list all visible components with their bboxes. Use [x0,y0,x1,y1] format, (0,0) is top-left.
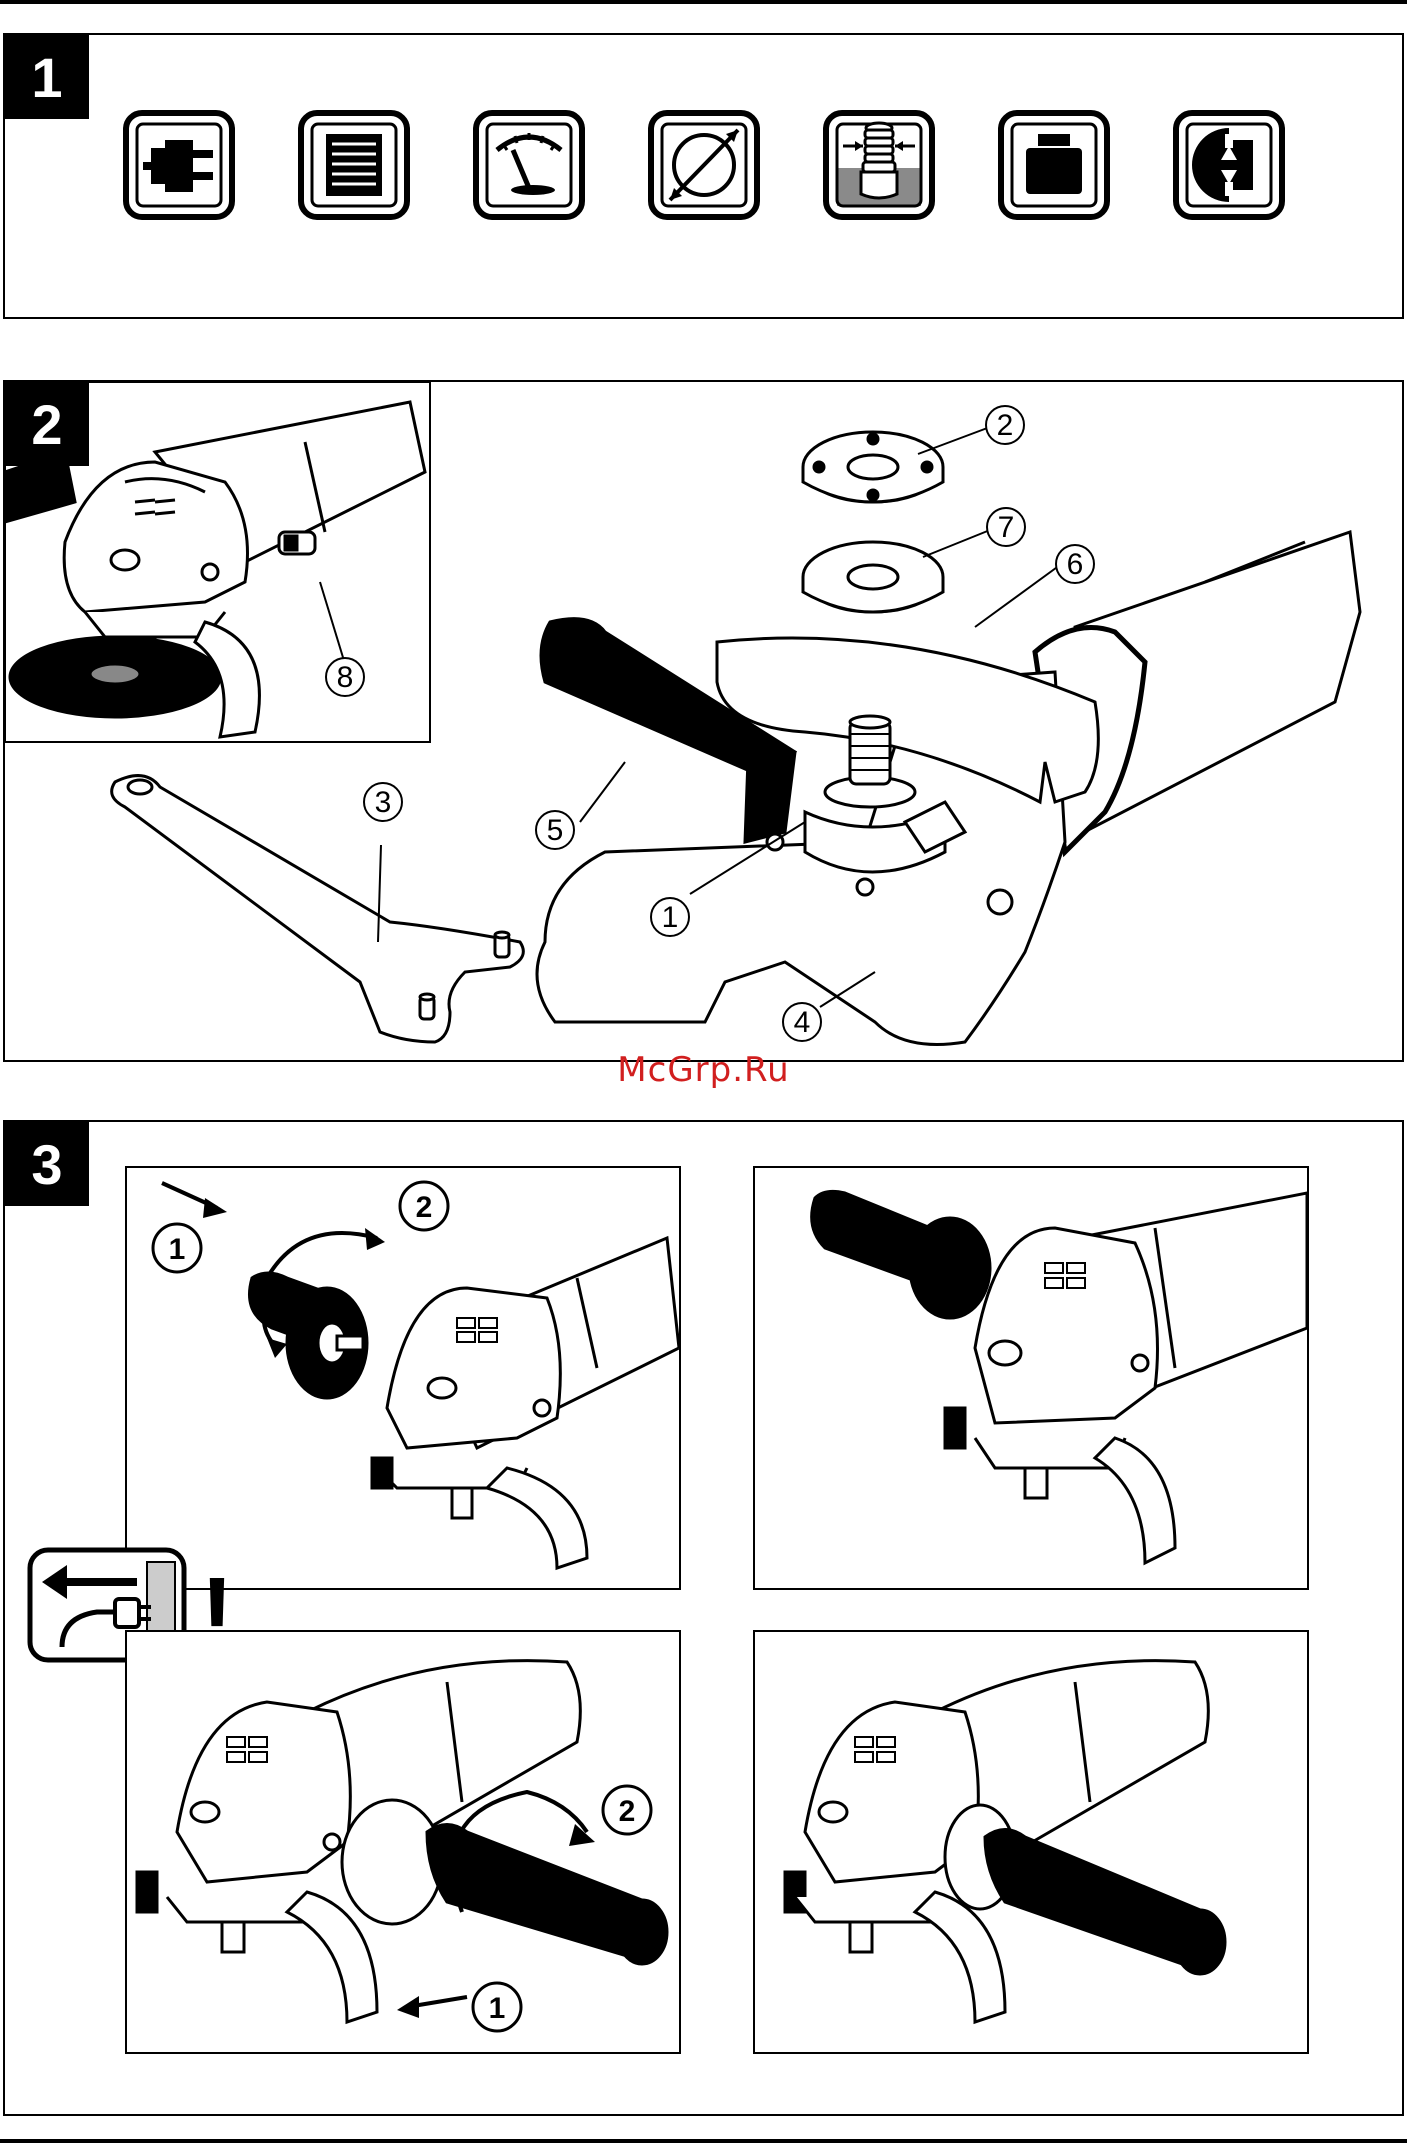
callout-1: 1 [651,898,689,936]
step-handle-removed [753,1166,1309,1590]
callout-3: 3 [364,783,402,821]
spanner-wrench [112,776,524,1042]
step-2-marker: 2 [400,1182,448,1230]
callout-8: 8 [326,658,364,696]
svg-text:6: 6 [1067,548,1084,581]
panel-number: 2 [5,382,89,466]
svg-text:2: 2 [619,1795,636,1828]
svg-text:8: 8 [337,661,354,694]
handle-attached-illustration [755,1632,1307,2052]
plug-icon [123,110,235,220]
svg-text:1: 1 [489,1992,506,2025]
panel-1: 1 [3,33,1404,319]
step-remove-handle: 1 2 [125,1166,681,1590]
svg-text:3: 3 [375,786,392,819]
step-attach-handle-other-side: 1 2 [125,1630,681,2054]
step-handle-attached [753,1630,1309,2054]
panel-3: 3 [3,1120,1404,2116]
motor-icon [298,110,410,220]
disc-diameter-icon [648,110,760,220]
weight-icon [998,110,1110,220]
callout-7: 7 [987,508,1025,546]
svg-text:4: 4 [794,1006,811,1039]
speed-gauge-icon [473,110,585,220]
step-1-marker: 1 [473,1983,521,2031]
svg-text:5: 5 [547,814,564,847]
panel-number: 1 [5,35,89,119]
callout-6: 6 [1056,545,1094,583]
step-1-marker: 1 [153,1224,201,1272]
grinder-exploded-diagram: 1 2 3 4 5 6 7 8 [5,382,1406,1064]
callout-5: 5 [536,811,574,849]
top-rule [0,0,1407,4]
attach-handle-illustration: 1 2 [127,1632,679,2052]
panel-2: 1 2 3 4 5 6 7 8 2 [3,380,1404,1062]
svg-text:2: 2 [416,1191,433,1224]
bottom-rule [0,2139,1407,2143]
remove-handle-illustration: 1 2 [127,1168,679,1588]
step-2-marker: 2 [603,1786,651,1834]
protection-class-icon [1173,110,1285,220]
watermark: McGrp.Ru [0,1050,1407,1090]
callout-2: 2 [986,406,1024,444]
svg-text:2: 2 [997,409,1014,442]
spindle-thread-icon [823,110,935,220]
handle-removed-illustration [755,1168,1307,1588]
svg-text:1: 1 [169,1233,186,1266]
svg-text:1: 1 [662,901,679,934]
grinder-main-illustration [537,432,1360,1045]
svg-text:7: 7 [998,511,1015,544]
callout-4: 4 [783,1003,821,1041]
panel-number: 3 [5,1122,89,1206]
